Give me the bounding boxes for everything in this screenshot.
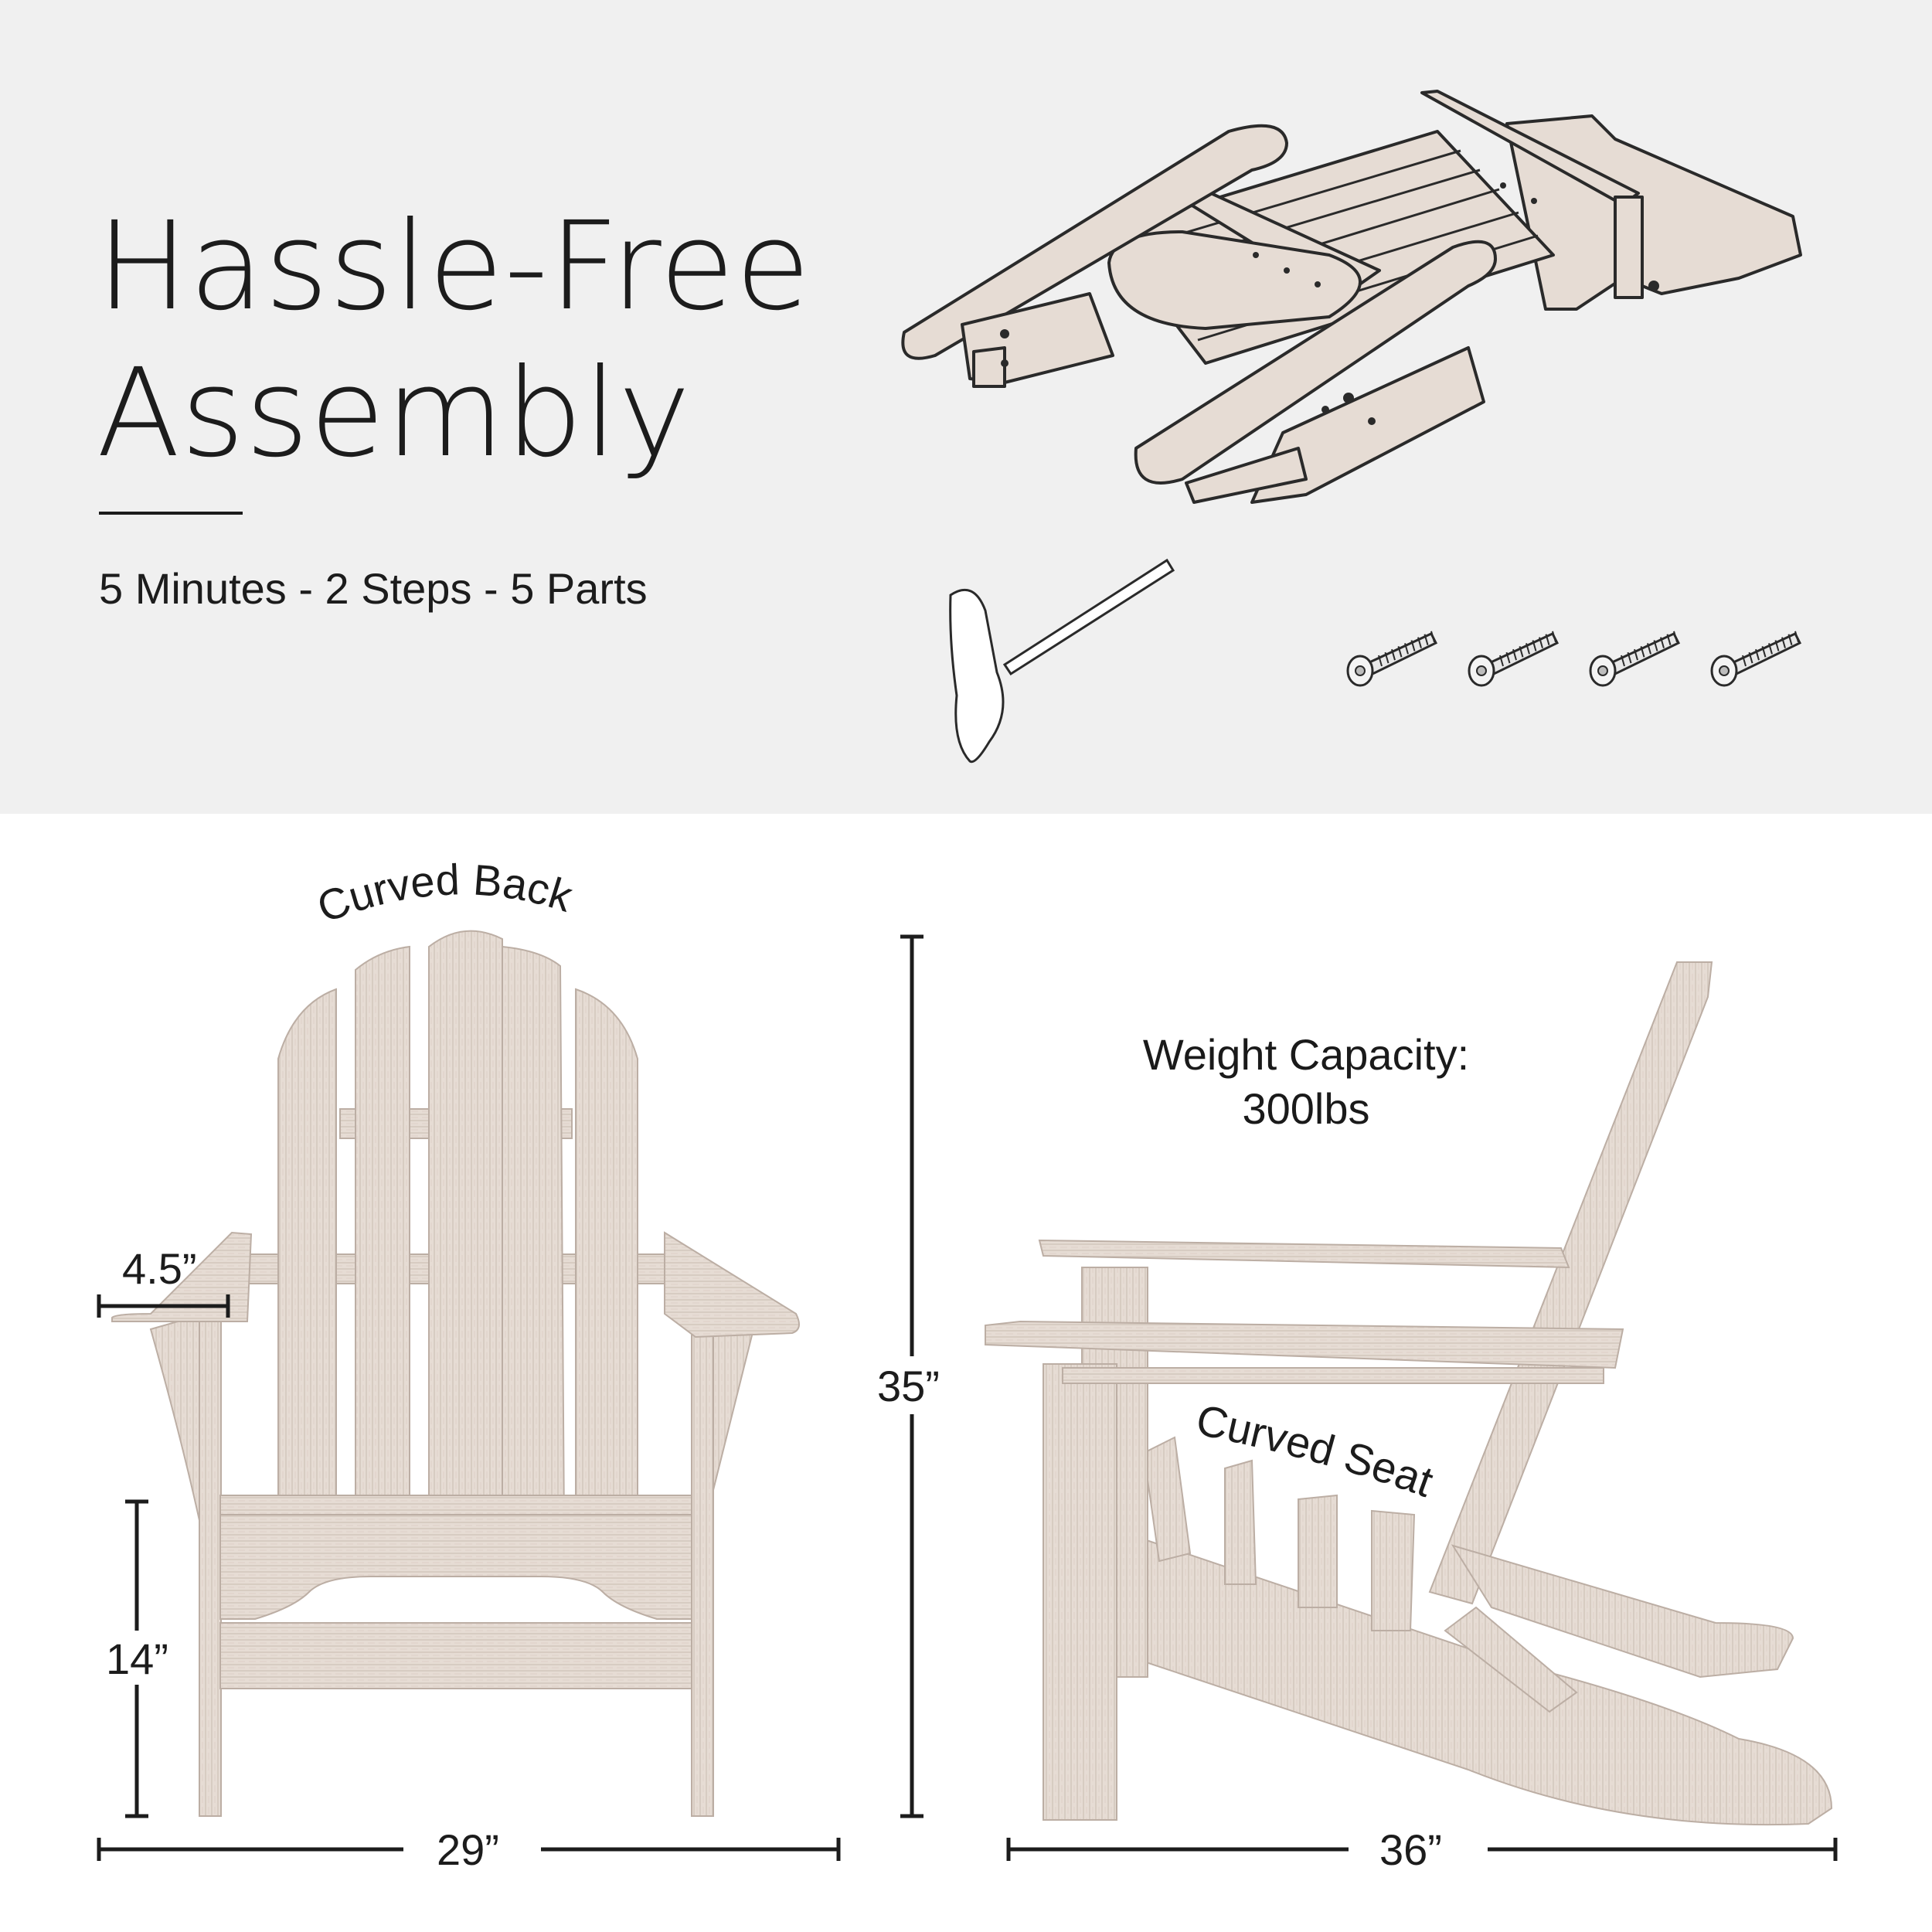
curved-seat-label: Curved Seat <box>1192 1395 1440 1506</box>
depth-label: 36” <box>1379 1825 1442 1874</box>
weight-capacity-label: Weight Capacity: <box>1142 1030 1470 1079</box>
curved-back-label: Curved Back <box>311 855 579 932</box>
armrest-left <box>901 124 1288 360</box>
seat-height-label: 14” <box>106 1634 168 1683</box>
subhead: 5 Minutes - 2 Steps - 5 Parts <box>99 564 648 613</box>
headline-divider <box>99 512 243 515</box>
headline-line-2: Assembly <box>97 342 692 485</box>
headline: Hassle-Free Assembly <box>97 193 811 487</box>
bolt-icon <box>1346 631 1438 687</box>
armrest-width-label: 4.5” <box>122 1244 197 1293</box>
dimension-lines <box>97 934 1838 1861</box>
t-handle-hex-key-icon <box>949 558 1175 764</box>
cross-beam-rear <box>1420 90 1640 206</box>
assembly-diagram <box>901 90 1802 504</box>
width-label: 29” <box>437 1825 499 1874</box>
headline-line-1: Hassle-Free <box>97 196 811 338</box>
weight-capacity-value: 300lbs <box>1242 1084 1370 1133</box>
bolts <box>1346 631 1802 687</box>
bolt-icon <box>1589 631 1681 687</box>
front-leg-left <box>972 346 1006 388</box>
weight-capacity: Weight Capacity: 300lbs <box>1097 1028 1515 1136</box>
chair-front-view <box>111 930 800 1817</box>
bolt-icon <box>1468 631 1560 687</box>
bolt-icon <box>1710 631 1802 687</box>
armrest-right <box>1134 240 1497 485</box>
foot-right <box>1185 447 1308 504</box>
assembly-holes <box>1000 182 1659 425</box>
overall-height-label: 35” <box>877 1362 940 1410</box>
